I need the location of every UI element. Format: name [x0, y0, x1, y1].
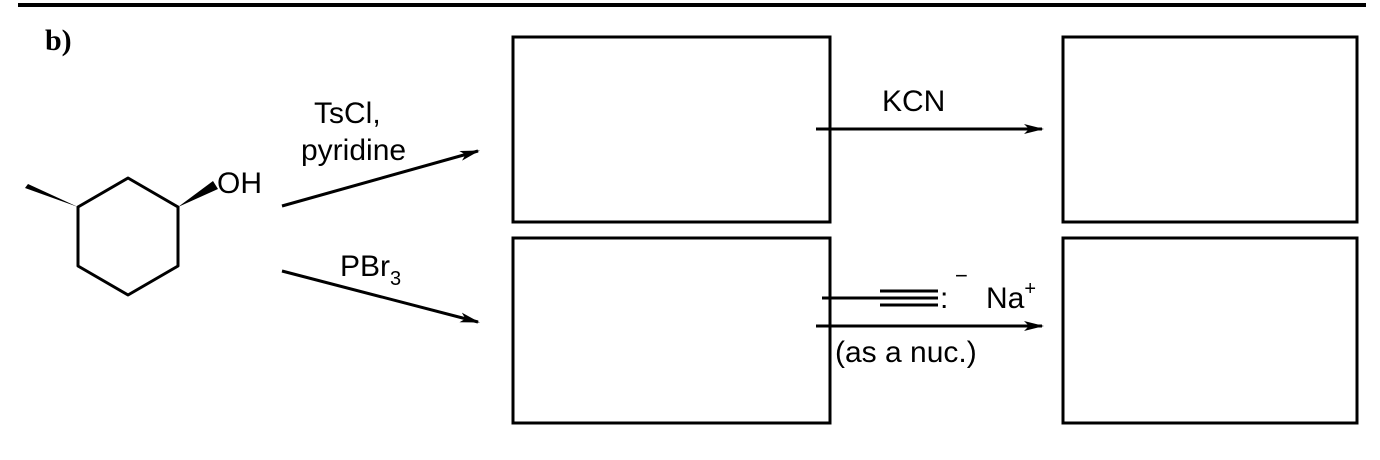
acetylide-charge: − [955, 263, 968, 288]
propynide-structure [822, 289, 938, 307]
answer-box-top-product[interactable] [1061, 35, 1359, 224]
bromination-arrow [281, 269, 480, 324]
tosylation-arrow [281, 149, 480, 208]
acetylide-note: (as a nuc.) [835, 336, 977, 369]
cyclohexane-ring [76, 176, 180, 297]
bromination-reagent: PBr3 [340, 250, 401, 290]
acetylide-counterion: Na+ [986, 278, 1036, 315]
answer-box-top-intermediate[interactable] [511, 35, 832, 224]
hydroxyl-wedge-bond [178, 181, 218, 207]
part-label: b) [45, 24, 72, 57]
acetylide-lone-pair: : [940, 282, 948, 315]
tosylation-reagent-line2: pyridine [301, 134, 406, 167]
cyanide-reagent: KCN [882, 85, 945, 118]
tosylation-reagent-line1: TsCl, [314, 97, 381, 130]
hydroxyl-label: OH [217, 167, 262, 200]
answer-box-bottom-intermediate[interactable] [511, 236, 832, 425]
answer-box-bottom-product[interactable] [1061, 236, 1359, 425]
methyl-wedge-bond [25, 184, 78, 207]
